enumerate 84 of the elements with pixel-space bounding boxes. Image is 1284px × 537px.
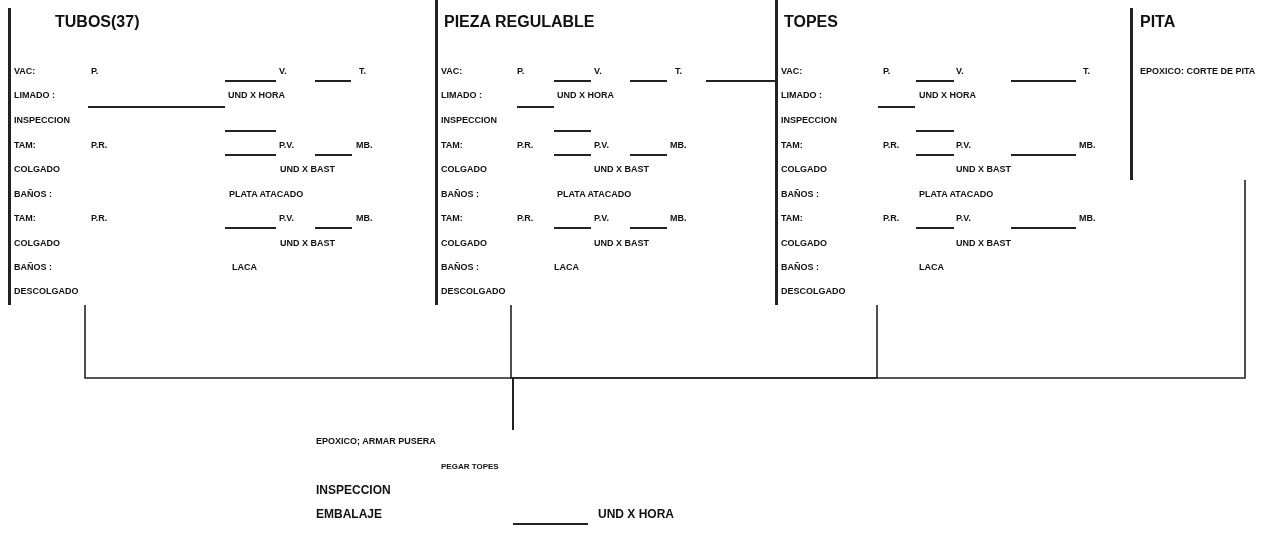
field-label: MB. bbox=[1079, 214, 1096, 223]
field-label: MB. bbox=[356, 141, 373, 150]
field-label: P.R. bbox=[517, 214, 534, 223]
column-heading: PITA bbox=[1140, 14, 1176, 30]
field-label: P.V. bbox=[279, 141, 295, 150]
field-label: P.R. bbox=[883, 214, 900, 223]
field-label: UND X BAST bbox=[594, 165, 649, 174]
field-label: BAÑOS : bbox=[781, 190, 819, 199]
field-label: UND X HORA bbox=[228, 91, 285, 100]
field-label: DESCOLGADO bbox=[781, 287, 846, 296]
field-label: INSPECCION bbox=[14, 116, 70, 125]
field-label: TAM: bbox=[14, 141, 36, 150]
field-label: P.V. bbox=[956, 214, 972, 223]
field-label: TAM: bbox=[441, 141, 463, 150]
field-label: INSPECCION bbox=[781, 116, 837, 125]
process-step: EPOXICO: CORTE DE PITA bbox=[1140, 67, 1256, 76]
field-label: TAM: bbox=[14, 214, 36, 223]
field-label: P.R. bbox=[91, 141, 108, 150]
field-label: UND X BAST bbox=[956, 165, 1011, 174]
field-label: UND X BAST bbox=[280, 239, 335, 248]
field-label: P. bbox=[517, 67, 525, 76]
field-label: P.R. bbox=[517, 141, 534, 150]
field-label: DESCOLGADO bbox=[14, 287, 79, 296]
column-heading: PIEZA REGULABLE bbox=[444, 14, 595, 30]
field-label: BAÑOS : bbox=[781, 263, 819, 272]
field-label: V. bbox=[594, 67, 602, 76]
field-label: P.V. bbox=[594, 141, 610, 150]
field-label: T. bbox=[359, 67, 366, 76]
field-label: UND X BAST bbox=[594, 239, 649, 248]
field-label: LACA bbox=[232, 263, 257, 272]
field-label: LIMADO : bbox=[441, 91, 482, 100]
field-label: V. bbox=[279, 67, 287, 76]
field-label: PLATA ATACADO bbox=[229, 190, 304, 199]
field-label: LACA bbox=[554, 263, 579, 272]
field-label: UND X BAST bbox=[956, 239, 1011, 248]
field-label: P. bbox=[91, 67, 99, 76]
field-label: UND X HORA bbox=[919, 91, 976, 100]
field-label: V. bbox=[956, 67, 964, 76]
process-step: EMBALAJE bbox=[316, 508, 382, 520]
field-label: T. bbox=[675, 67, 682, 76]
process-step: PEGAR TOPES bbox=[441, 463, 499, 471]
column-heading: TOPES bbox=[784, 14, 838, 30]
field-label: BAÑOS : bbox=[14, 263, 52, 272]
field-label: COLGADO bbox=[14, 239, 60, 248]
field-label: UND X HORA bbox=[598, 508, 674, 520]
field-label: MB. bbox=[670, 214, 687, 223]
field-label: BAÑOS : bbox=[14, 190, 52, 199]
field-label: COLGADO bbox=[441, 239, 487, 248]
field-label: UND X HORA bbox=[557, 91, 614, 100]
field-label: COLGADO bbox=[14, 165, 60, 174]
field-label: MB. bbox=[670, 141, 687, 150]
field-label: VAC: bbox=[781, 67, 803, 76]
field-label: VAC: bbox=[441, 67, 463, 76]
column-heading: TUBOS(37) bbox=[55, 14, 140, 30]
process-step: EPOXICO; ARMAR PUSERA bbox=[316, 437, 436, 446]
field-label: P.R. bbox=[91, 214, 108, 223]
field-label: VAC: bbox=[14, 67, 36, 76]
field-label: MB. bbox=[1079, 141, 1096, 150]
field-label: UND X BAST bbox=[280, 165, 335, 174]
field-label: PLATA ATACADO bbox=[557, 190, 632, 199]
field-label: COLGADO bbox=[781, 239, 827, 248]
field-label: P. bbox=[883, 67, 891, 76]
field-label: COLGADO bbox=[781, 165, 827, 174]
field-label: TAM: bbox=[781, 141, 803, 150]
field-label: COLGADO bbox=[441, 165, 487, 174]
field-label: LACA bbox=[919, 263, 944, 272]
process-step: INSPECCION bbox=[316, 484, 391, 496]
field-label: MB. bbox=[356, 214, 373, 223]
field-label: P.R. bbox=[883, 141, 900, 150]
field-label: INSPECCION bbox=[441, 116, 497, 125]
field-label: T. bbox=[1083, 67, 1090, 76]
field-label: DESCOLGADO bbox=[441, 287, 506, 296]
field-label: P.V. bbox=[594, 214, 610, 223]
field-label: BAÑOS : bbox=[441, 190, 479, 199]
field-label: LIMADO : bbox=[14, 91, 55, 100]
field-label: P.V. bbox=[956, 141, 972, 150]
field-label: PLATA ATACADO bbox=[919, 190, 994, 199]
field-label: P.V. bbox=[279, 214, 295, 223]
field-label: TAM: bbox=[441, 214, 463, 223]
field-label: BAÑOS : bbox=[441, 263, 479, 272]
process-column bbox=[435, 0, 775, 305]
field-label: LIMADO : bbox=[781, 91, 822, 100]
field-label: TAM: bbox=[781, 214, 803, 223]
connector-line bbox=[512, 179, 1246, 431]
